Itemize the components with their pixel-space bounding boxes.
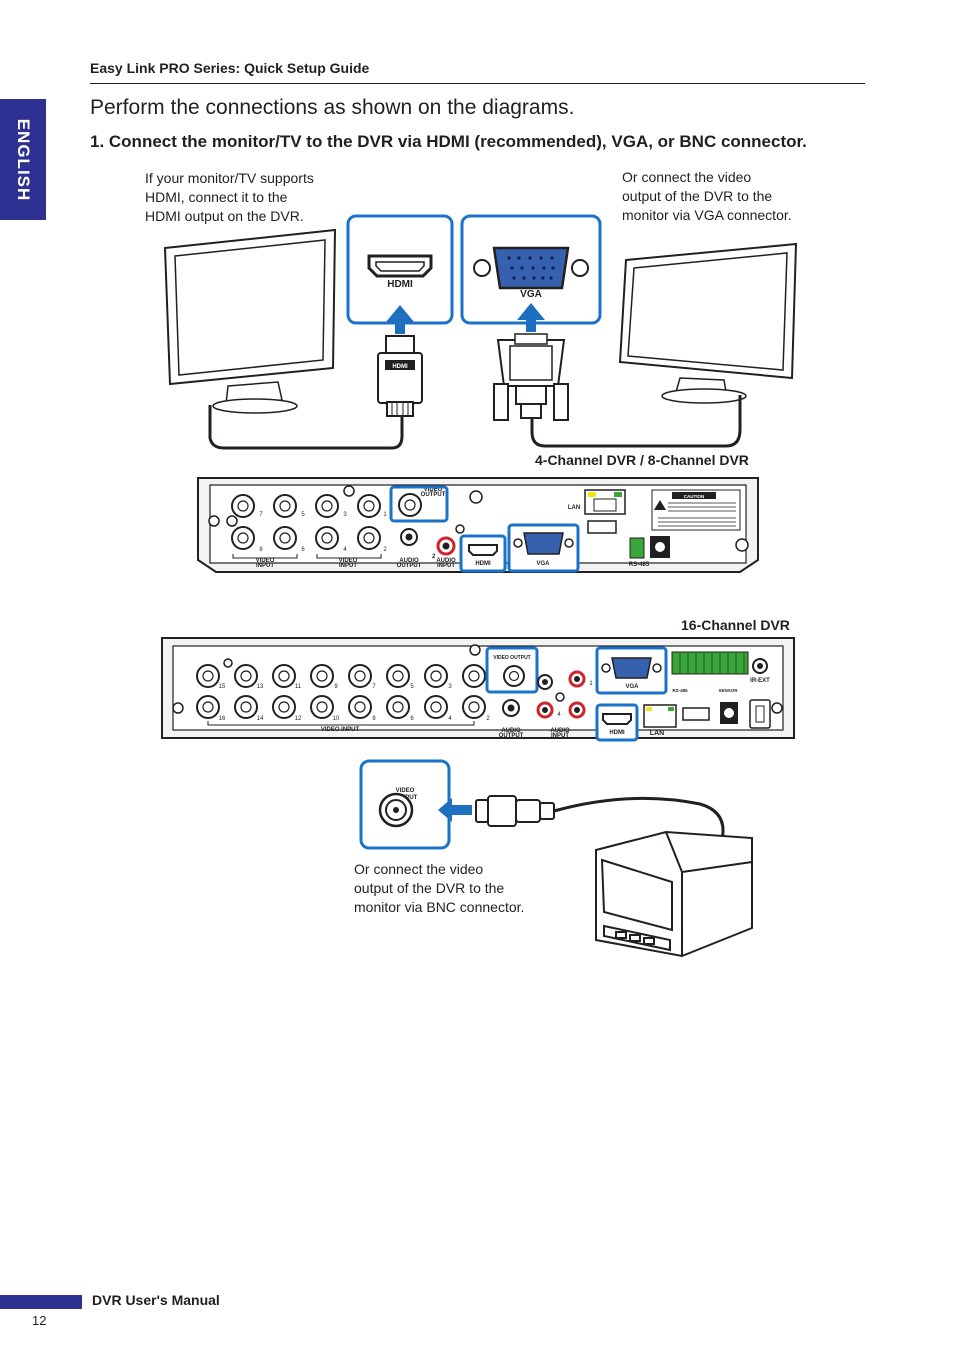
sensor-terminal-block <box>671 651 749 675</box>
usb-port-icon <box>587 520 617 534</box>
header-title: Easy Link PRO Series: Quick Setup Guide <box>90 60 370 76</box>
svg-text:HDMI: HDMI <box>392 364 408 370</box>
hdmi-callout-label: HDMI <box>387 279 413 290</box>
dvr-small-label: 4-Channel DVR / 8-Channel DVR <box>535 452 749 468</box>
channel-label: 16 <box>219 716 226 722</box>
rs485-label: RS-485 <box>672 688 688 693</box>
crt-monitor-icon <box>595 830 753 958</box>
lan-label: LAN <box>568 505 580 511</box>
rs485-terminal-icon <box>629 537 645 559</box>
dvr-large-label: 16-Channel DVR <box>681 617 790 633</box>
dvr-small-video-output-highlight <box>389 485 449 523</box>
vga-plug-icon <box>493 333 569 421</box>
dvr-large-video-output-label: VIDEO OUTPUT <box>493 655 531 661</box>
header-rule <box>90 83 865 84</box>
channel-label: 3 <box>343 512 347 518</box>
video-output-label: OUTPUT <box>421 492 446 498</box>
channel-label: 10 <box>333 716 340 722</box>
audio-input-label: AUDIO <box>436 558 456 564</box>
vga-note-line: output of the DVR to the <box>622 188 773 204</box>
channel-label: 4 <box>343 547 347 553</box>
bnc-plug-icon <box>475 795 555 827</box>
vga-note: Or connect the video output of the DVR t… <box>622 168 792 225</box>
vga-callout-label: VGA <box>520 289 542 300</box>
bnc-note-line: monitor via BNC connector. <box>354 899 525 915</box>
channel-label: 3 <box>448 684 452 690</box>
audio-input-label: INPUT <box>551 733 569 739</box>
channel-label: 8 <box>372 716 376 722</box>
channel-label: 7 <box>372 684 376 690</box>
channel-label: 13 <box>257 684 264 690</box>
language-tab: ENGLISH <box>0 99 46 220</box>
hdmi-note-line: HDMI, connect it to the <box>145 189 288 205</box>
channel-label: 4 <box>448 716 452 722</box>
usb-port-icon <box>682 707 710 721</box>
bnc-note-line: output of the DVR to the <box>354 880 505 896</box>
audio-output-label: AUDIO <box>501 728 521 734</box>
channel-label: 12 <box>295 716 302 722</box>
port-number: 4 <box>557 712 561 718</box>
channel-label: 14 <box>257 716 264 722</box>
bnc-note-line: Or connect the video <box>354 861 484 877</box>
video-output-label: VIDEO <box>424 487 443 493</box>
audio-output-label: AUDIO <box>399 558 419 564</box>
sensor-label: SENSOR <box>718 688 738 693</box>
right-monitor-icon <box>530 242 798 448</box>
bnc-callout-label: VIDEO <box>396 788 415 794</box>
video-input-label: VIDEO <box>256 558 275 564</box>
dvr-small-bnc-inputs <box>231 494 381 550</box>
channel-label: 5 <box>301 512 305 518</box>
video-input-label: INPUT <box>256 563 274 569</box>
video-input-label: INPUT <box>339 563 357 569</box>
left-monitor-icon <box>163 228 404 450</box>
rs485-label: RS-485 <box>629 562 650 568</box>
ir-ext-label: IR-EXT <box>750 678 770 684</box>
hdmi-note-line: HDMI output on the DVR. <box>145 208 304 224</box>
dvr-small-vga-label: VGA <box>536 561 550 567</box>
vga-port-icon <box>473 246 589 290</box>
step-heading: 1. Connect the monitor/TV to the DVR via… <box>90 132 807 151</box>
channel-label: 11 <box>295 684 302 690</box>
audio-input-label: AUDIO <box>550 728 570 734</box>
bnc-arrow-icon <box>438 798 472 822</box>
channel-label: 5 <box>410 684 414 690</box>
dvr-large-hdmi-label: HDMI <box>609 730 625 736</box>
footer-bar <box>0 1295 82 1309</box>
bnc-port-icon <box>378 792 414 828</box>
dvr-large-vga-label: VGA <box>625 684 639 690</box>
audio-input-label: INPUT <box>437 563 455 569</box>
channel-label: 6 <box>410 716 414 722</box>
port-number: 2 <box>432 554 436 560</box>
audio-output-label: OUTPUT <box>397 563 422 569</box>
port-number: 1 <box>589 681 593 687</box>
channel-label: 6 <box>301 547 305 553</box>
vga-note-line: Or connect the video <box>622 169 752 185</box>
hdmi-plug-icon: HDMI <box>377 335 423 417</box>
channel-label: 1 <box>383 512 387 518</box>
page-title: Perform the connections as shown on the … <box>90 96 575 119</box>
channel-label: 8 <box>259 547 263 553</box>
vga-note-line: monitor via VGA connector. <box>622 207 792 223</box>
page-number: 12 <box>32 1313 47 1328</box>
hdmi-arrow-icon <box>386 305 414 334</box>
video-input-label: VIDEO <box>339 558 358 564</box>
channel-label: 2 <box>383 547 387 553</box>
dvr-small-hdmi-label: HDMI <box>475 561 491 567</box>
lan-label: LAN <box>650 730 664 737</box>
channel-label: 15 <box>219 684 226 690</box>
port-number: 2 <box>486 716 490 722</box>
vga-arrow-icon <box>517 303 545 332</box>
footer-title: DVR User's Manual <box>92 1292 220 1308</box>
hdmi-note: If your monitor/TV supports HDMI, connec… <box>145 169 314 226</box>
audio-output-label: OUTPUT <box>499 733 524 739</box>
channel-label: 7 <box>259 512 263 518</box>
channel-label: 9 <box>334 684 338 690</box>
hdmi-note-line: If your monitor/TV supports <box>145 170 314 186</box>
hdmi-port-icon <box>367 254 433 278</box>
bnc-note: Or connect the video output of the DVR t… <box>354 860 524 917</box>
caution-text: CAUTION <box>684 494 705 499</box>
video-input-label: VIDEO INPUT <box>321 727 360 733</box>
